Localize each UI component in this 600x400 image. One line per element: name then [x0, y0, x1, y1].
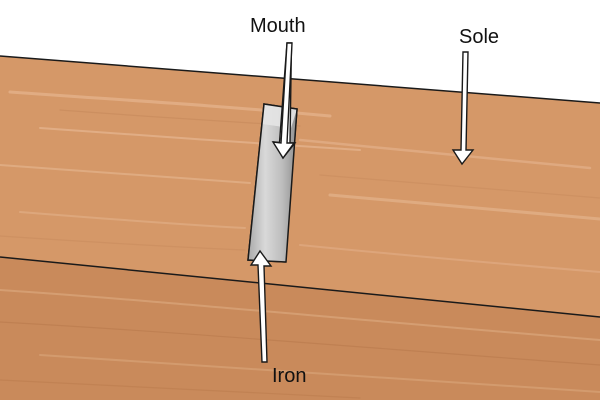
- mouth-label: Mouth: [250, 15, 306, 37]
- sole-wood-grain: [0, 90, 600, 273]
- arrow-sole-icon: [451, 51, 475, 166]
- arrow-mouth-icon: [271, 42, 297, 160]
- block-outline: [0, 55, 600, 318]
- arrow-iron-icon: [249, 249, 273, 363]
- sole-surface: [0, 56, 600, 317]
- iron-label: Iron: [272, 365, 307, 387]
- block-side-face: [0, 257, 600, 400]
- sole-label: Sole: [459, 26, 500, 48]
